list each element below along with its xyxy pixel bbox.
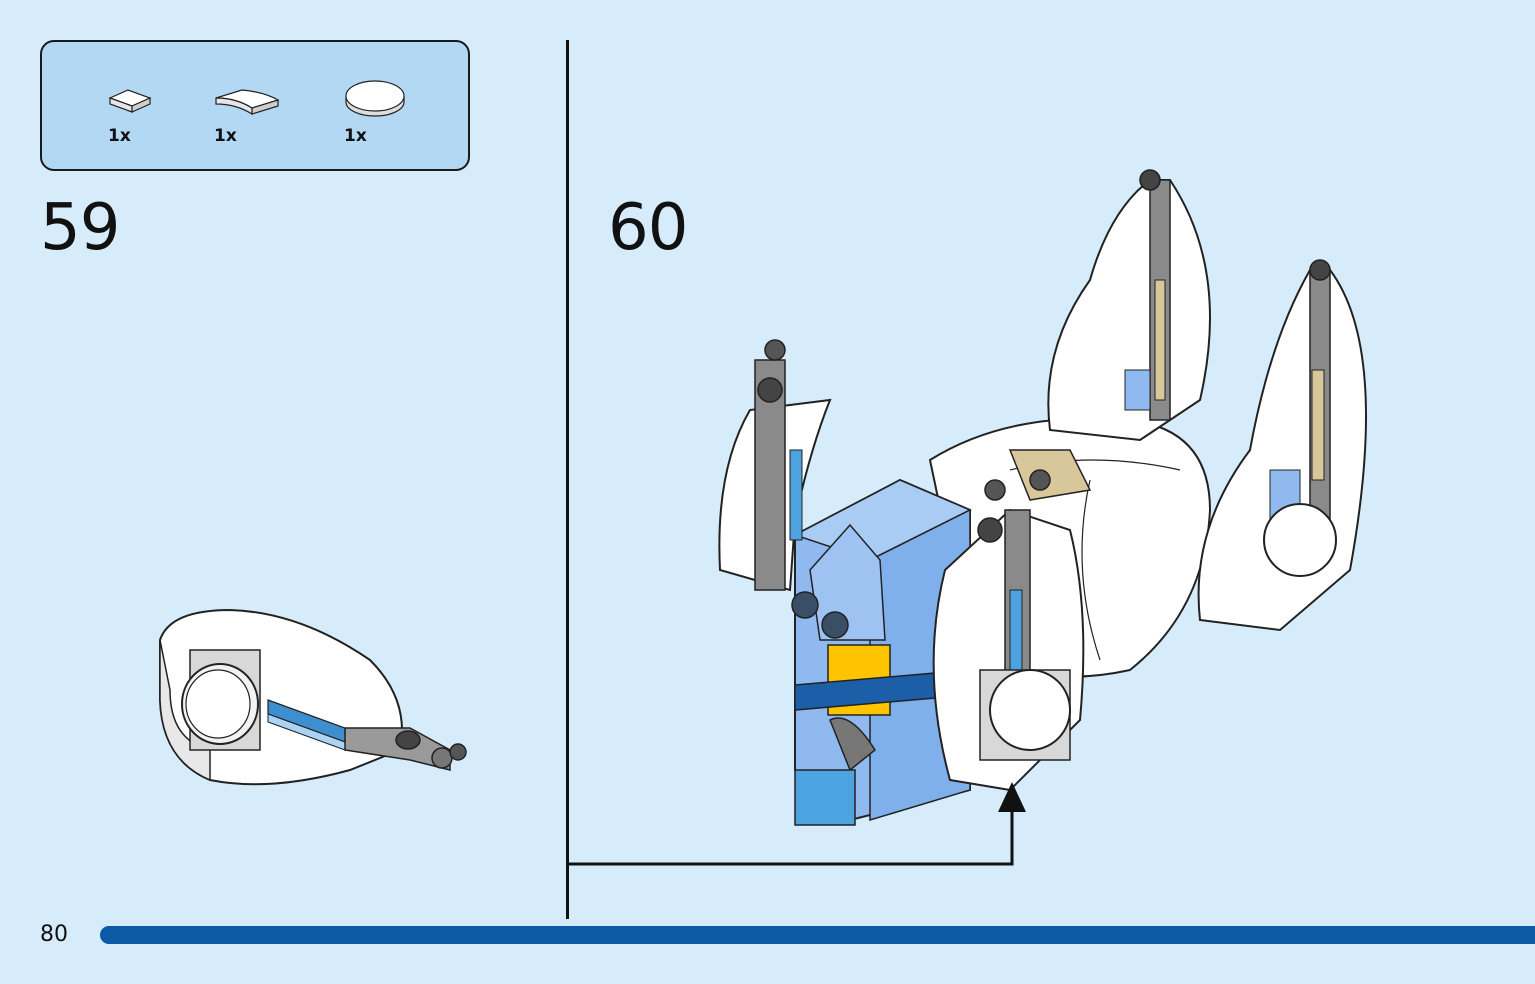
progress-bar — [100, 926, 1535, 944]
step-number-59: 59 — [40, 191, 120, 265]
parts-callout-box: 1x 1x 1x — [40, 40, 470, 171]
part-count: 1x — [214, 126, 237, 146]
white-tile-1x1-icon — [108, 89, 152, 113]
step-number-60: 60 — [608, 191, 688, 265]
part-count: 1x — [344, 126, 367, 146]
progress-bar-fill — [100, 926, 1535, 944]
white-round-tile-2x2-icon — [345, 80, 405, 117]
white-curved-slope-icon — [215, 89, 280, 116]
part-count: 1x — [108, 126, 131, 146]
step-divider — [566, 40, 569, 919]
model-assembly-illustration — [718, 169, 1367, 826]
wing-subassembly-illustration — [159, 608, 467, 786]
page-number: 80 — [40, 922, 68, 947]
